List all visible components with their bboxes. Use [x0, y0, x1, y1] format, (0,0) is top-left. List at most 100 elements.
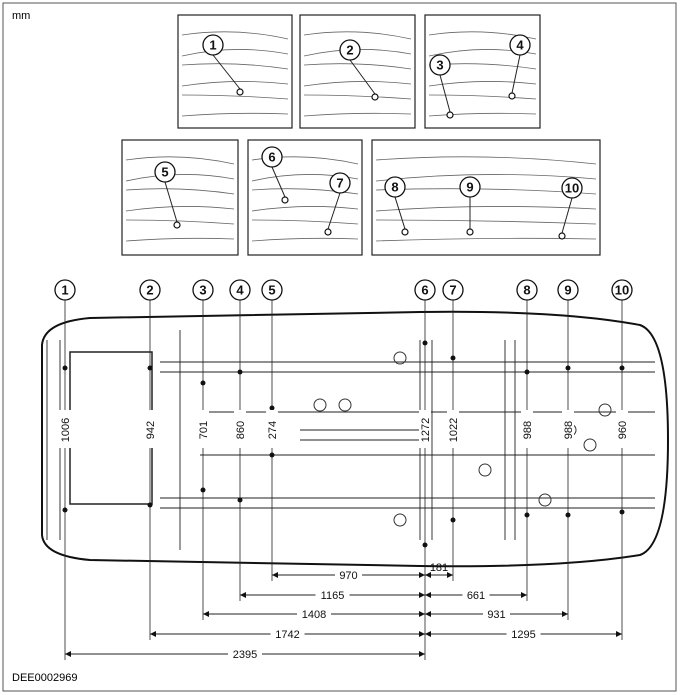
leader-line	[511, 54, 521, 94]
point-callout-4: 4	[229, 279, 251, 301]
body-hole	[338, 398, 352, 412]
callout-number: 5	[268, 283, 275, 298]
point-callout-7: 7	[442, 279, 464, 301]
leader-line	[394, 196, 406, 230]
callout-number: 10	[565, 181, 579, 196]
dimension-label-bg	[315, 588, 350, 600]
inset-structure-line	[375, 237, 597, 242]
inset-structure-line	[181, 81, 289, 87]
measurement-point-3: 3 701	[192, 279, 214, 620]
callout-number: 9	[466, 180, 473, 195]
inset-structure-line	[181, 31, 289, 40]
inset-structure-line	[303, 63, 412, 70]
callout-circle	[384, 176, 406, 198]
length-dimension-970: 970	[272, 568, 425, 582]
callout-circle	[329, 172, 351, 194]
unit-label: mm	[12, 10, 31, 22]
callout-number: 4	[236, 283, 244, 298]
inset-structure-line	[251, 219, 359, 225]
length-dimension-1165: 1165	[240, 588, 425, 602]
callout-number: 4	[516, 38, 524, 53]
measurement-hole	[371, 93, 379, 101]
callout-number: 5	[161, 165, 168, 180]
measurement-point-top	[524, 369, 530, 375]
measurement-point-top	[200, 380, 206, 386]
inset-structure-line	[181, 49, 289, 57]
detail-inset-2: 2	[299, 14, 416, 129]
inset-structure-line	[125, 174, 235, 182]
callout-number: 3	[199, 283, 206, 298]
inset-structure-line	[181, 63, 289, 70]
callout-number: 8	[391, 180, 398, 195]
body-hole	[598, 403, 612, 417]
length-dimension-1742: 1742	[150, 627, 425, 641]
measurement-point-top	[450, 355, 456, 361]
measurement-point-bottom	[237, 497, 243, 503]
callout-circle	[261, 146, 283, 168]
length-dimension-1295: 1295	[425, 627, 622, 641]
point-callout-3: 3	[192, 279, 214, 301]
detail-inset-5: 67	[247, 139, 363, 256]
length-dimension-1408: 1408	[203, 607, 425, 621]
measurement-hole	[281, 196, 289, 204]
width-dimension-value: 1272	[420, 418, 432, 442]
leader-line	[164, 181, 178, 223]
callout-circle	[509, 34, 531, 56]
callout-circle	[429, 54, 451, 76]
measurement-hole	[324, 228, 332, 236]
point-callout-8: 8	[516, 279, 538, 301]
callout-number: 7	[449, 283, 456, 298]
width-dimension-value: 960	[617, 421, 629, 439]
inset-callout-3: 3	[429, 54, 451, 76]
measurement-point-top	[237, 369, 243, 375]
measurement-point-bottom	[619, 509, 625, 515]
inset-structure-line	[375, 174, 597, 182]
length-dimension-value: 931	[487, 609, 505, 621]
measurement-hole	[558, 232, 566, 240]
inset-structure-line	[375, 219, 597, 225]
detail-inset-3: 34	[424, 14, 541, 129]
inset-callout-4: 4	[509, 34, 531, 56]
length-dimension-value: 181	[430, 562, 448, 574]
inset-frame	[299, 14, 416, 129]
body-hole	[393, 513, 407, 527]
dimension-label-bg	[335, 568, 362, 580]
width-dimension-value: 701	[198, 421, 210, 439]
callout-number: 3	[436, 58, 443, 73]
inset-frame	[177, 14, 293, 129]
length-dimension-181: 181	[425, 562, 453, 578]
dimension-label-bg	[506, 627, 541, 639]
inset-frame	[121, 139, 239, 256]
dimension-label-bg	[228, 647, 262, 659]
callout-circle	[154, 161, 176, 183]
inset-callout-5: 5	[154, 161, 176, 183]
measurement-hole	[236, 88, 244, 96]
measurement-point-top	[62, 365, 68, 371]
inset-callout-10: 10	[561, 177, 583, 199]
point-callout-5: 5	[261, 279, 283, 301]
width-dimension-value: 988	[522, 421, 534, 439]
measurement-point-6: 6 1272	[414, 279, 436, 660]
measurement-hole	[508, 92, 516, 100]
measurement-point-bottom	[524, 512, 530, 518]
length-dimension-value: 1408	[302, 609, 326, 621]
callout-number: 6	[268, 150, 275, 165]
callout-number: 9	[564, 283, 571, 298]
callout-number: 7	[336, 176, 343, 191]
dimension-label-bg	[270, 627, 305, 639]
inset-structure-line	[181, 94, 289, 100]
callout-number: 2	[346, 43, 353, 58]
callout-number: 1	[209, 38, 216, 53]
measurement-point-top	[147, 365, 153, 371]
detail-inset-1: 1	[177, 14, 293, 129]
inset-structure-line	[125, 188, 235, 195]
width-dimension-value: 1022	[448, 418, 460, 442]
inset-structure-line	[428, 94, 537, 100]
callout-number: 6	[421, 283, 428, 298]
dimension-label-bg	[562, 410, 574, 448]
callout-number: 2	[146, 283, 153, 298]
